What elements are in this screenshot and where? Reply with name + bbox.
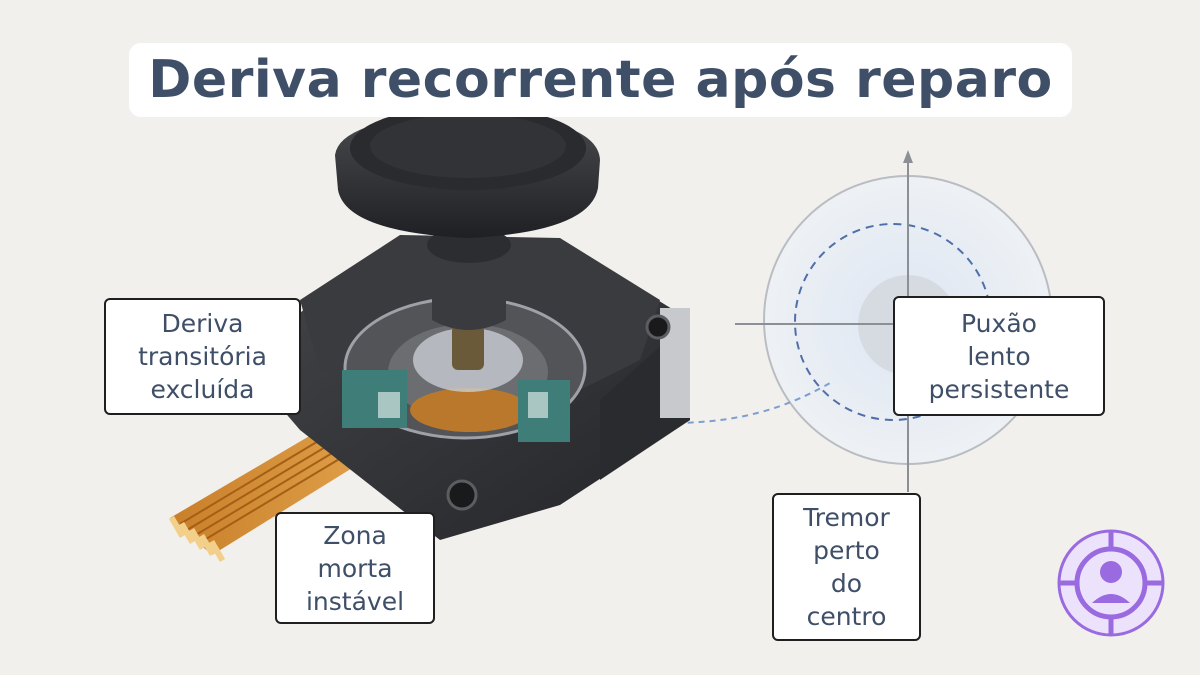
joystick-module bbox=[168, 106, 690, 563]
stick-shaft bbox=[432, 240, 506, 330]
y-axis-arrow bbox=[903, 150, 913, 163]
target-person-icon bbox=[1057, 529, 1165, 637]
right-pot-window bbox=[528, 392, 548, 418]
thumb-cap-dish bbox=[370, 114, 566, 178]
callout-transient-drift-text: Deriva transitória excluída bbox=[138, 309, 267, 404]
callout-center-tremor-text: Tremor perto do centro bbox=[803, 503, 890, 631]
page-title: Deriva recorrente após reparo bbox=[148, 50, 1053, 110]
flex-ribbon-cable bbox=[170, 418, 378, 555]
callout-transient-drift: Deriva transitória excluída bbox=[104, 298, 301, 415]
center-spring bbox=[452, 325, 484, 370]
callout-unstable-deadzone: Zona morta instável bbox=[275, 512, 435, 624]
title-box: Deriva recorrente após reparo bbox=[129, 43, 1072, 117]
callout-center-tremor: Tremor perto do centro bbox=[772, 493, 921, 641]
callout-slow-pull: Puxão lento persistente bbox=[893, 296, 1105, 416]
left-pot-window bbox=[378, 392, 400, 418]
copper-coil bbox=[410, 388, 530, 432]
ribbon-connector-pins bbox=[168, 515, 226, 563]
callout-unstable-deadzone-text: Zona morta instável bbox=[305, 520, 405, 616]
callout-slow-pull-text: Puxão lento persistente bbox=[928, 308, 1070, 404]
sensor-link-line bbox=[552, 382, 831, 426]
